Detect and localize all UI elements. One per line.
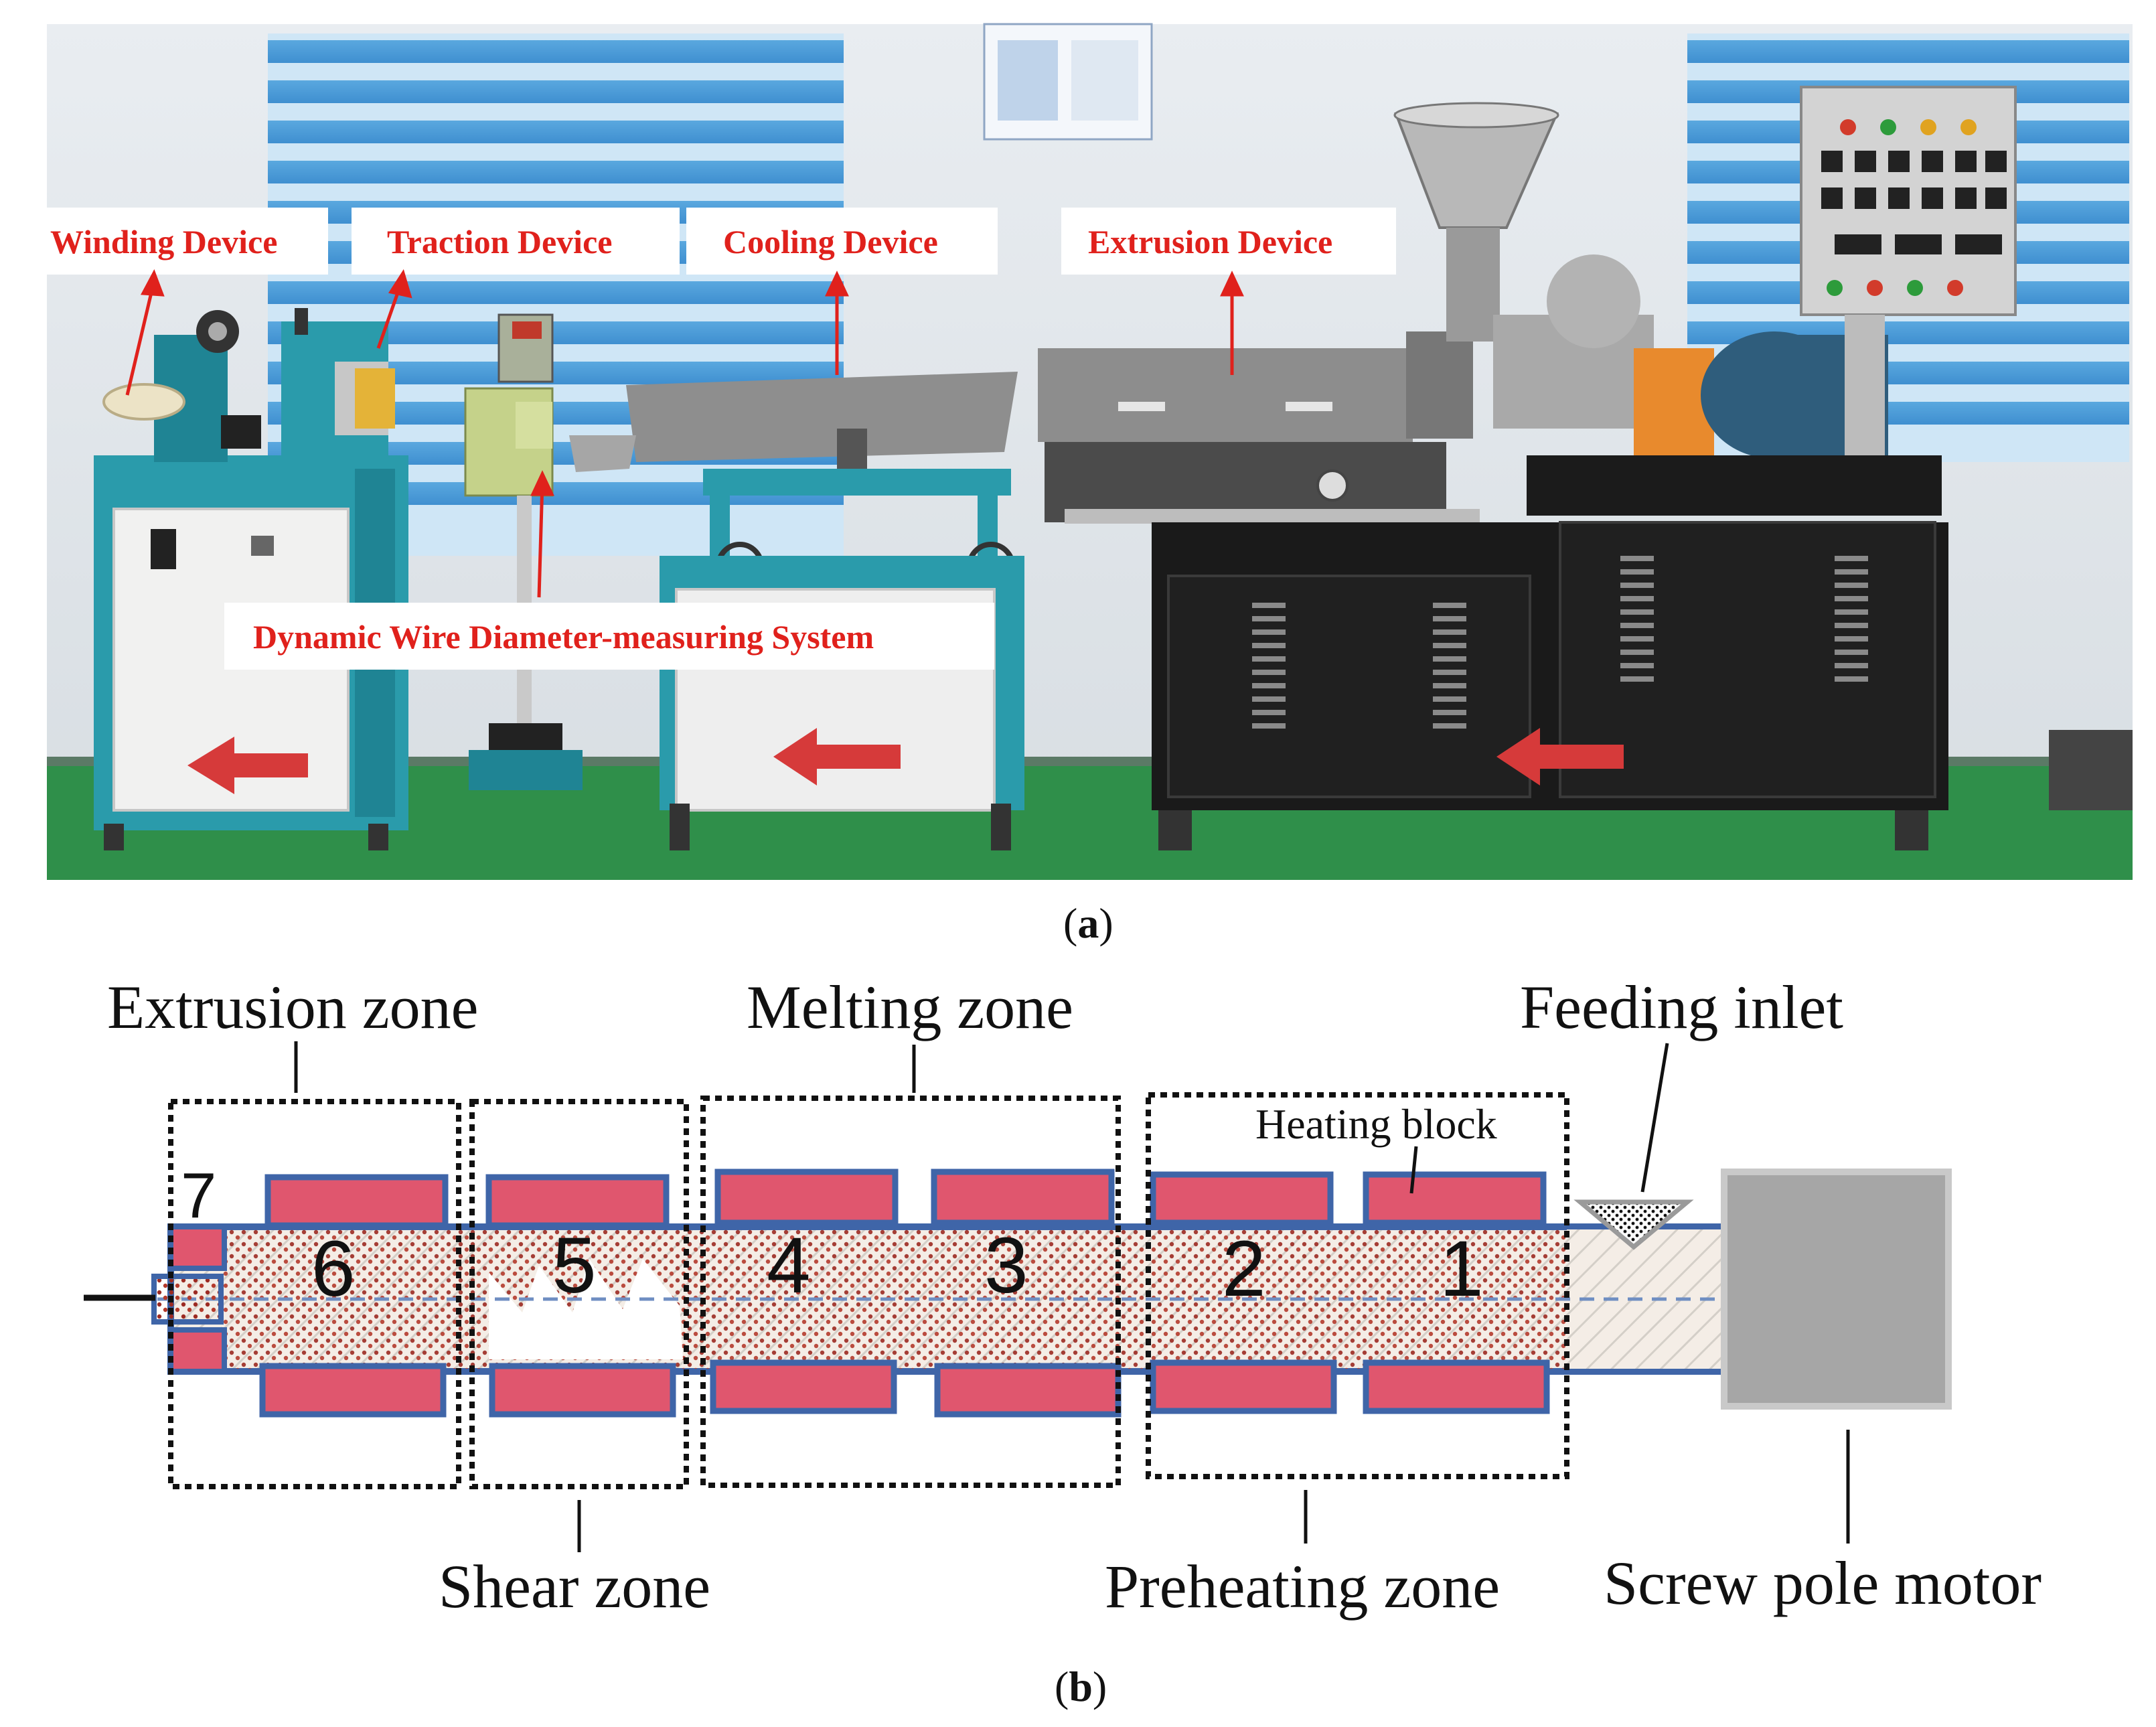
- diameter-system-label: Dynamic Wire Diameter-measuring System: [253, 618, 874, 656]
- diameter-leader-line: [537, 481, 544, 598]
- caption-b: (b): [1055, 1663, 1107, 1710]
- flow-arrow-1: [187, 737, 308, 794]
- heating-block-bottom-1: [1363, 1359, 1550, 1414]
- screw-pole-motor-label: Screw pole motor: [1604, 1549, 2042, 1617]
- flow-arrow-2: [773, 728, 901, 785]
- feeding-inlet-leader: [1640, 1043, 1669, 1193]
- caption-a: (a): [1063, 899, 1113, 947]
- heating-block-top-3: [931, 1169, 1115, 1226]
- heating-block-top-6: [264, 1174, 449, 1229]
- feeding-hopper: [1573, 1199, 1694, 1250]
- extrusion-device-label: Extrusion Device: [1088, 223, 1332, 260]
- traction-label-box: [352, 208, 680, 275]
- die-block-bottom: [168, 1327, 227, 1374]
- zone-number-3: 3: [984, 1221, 1028, 1310]
- feeding-inlet-label: Feeding inlet: [1520, 973, 1843, 1041]
- melting-zone-label: Melting zone: [747, 973, 1073, 1041]
- traction-device-label: Traction Device: [387, 223, 612, 260]
- extrusion-machine: [1038, 86, 2133, 850]
- cooling-label-box: [686, 208, 998, 275]
- heating-block-bottom-4: [710, 1359, 897, 1414]
- heating-block-top-4: [714, 1169, 899, 1226]
- screw-pole-motor-box: [1721, 1169, 1952, 1410]
- zone-number-6: 6: [311, 1225, 356, 1313]
- shear-teeth: [489, 1259, 683, 1359]
- heating-block-label: Heating block: [1255, 1100, 1497, 1148]
- zone-number-2: 2: [1222, 1225, 1266, 1313]
- winding-leader-line: [125, 281, 156, 396]
- cooling-device-label: Cooling Device: [723, 223, 938, 260]
- preheating-zone-box: [1146, 1092, 1569, 1479]
- die-block-top: [168, 1224, 227, 1271]
- zone-number-7: 7: [181, 1160, 216, 1231]
- heating-block-top-5: [485, 1174, 670, 1229]
- zone-number-1: 1: [1440, 1225, 1484, 1313]
- heating-block-bottom-5: [489, 1363, 676, 1418]
- shear-zone-label: Shear zone: [439, 1552, 710, 1621]
- shear-zone-box: [469, 1099, 689, 1489]
- heating-block-bottom-2: [1150, 1359, 1337, 1414]
- extrusion-label-box: [1061, 208, 1396, 275]
- extruder-schematic: Extrusion zone Melting zone Feeding inle…: [84, 973, 2042, 1621]
- zone-number-5: 5: [552, 1221, 597, 1310]
- zone-number-4: 4: [767, 1221, 811, 1310]
- winding-label-box: [47, 208, 328, 275]
- winding-device-label: Winding Device: [50, 223, 277, 260]
- heating-block-bottom-6: [259, 1363, 447, 1418]
- heating-block-top-2: [1150, 1171, 1334, 1226]
- heating-block-top-1: [1363, 1171, 1547, 1226]
- die-outlet: [151, 1274, 224, 1325]
- diameter-label-box: [224, 603, 994, 670]
- melting-zone-box: [700, 1096, 1121, 1488]
- extrusion-zone-label: Extrusion zone: [107, 973, 478, 1041]
- equipment-photo: Winding Device Traction Device Cooling D…: [47, 23, 2133, 880]
- flow-arrow-3: [1496, 728, 1624, 785]
- preheating-zone-label: Preheating zone: [1105, 1552, 1500, 1621]
- heating-block-bottom-3: [934, 1363, 1122, 1418]
- diameter-measuring-stand: [464, 313, 583, 790]
- heating-block-leader: [1409, 1146, 1418, 1194]
